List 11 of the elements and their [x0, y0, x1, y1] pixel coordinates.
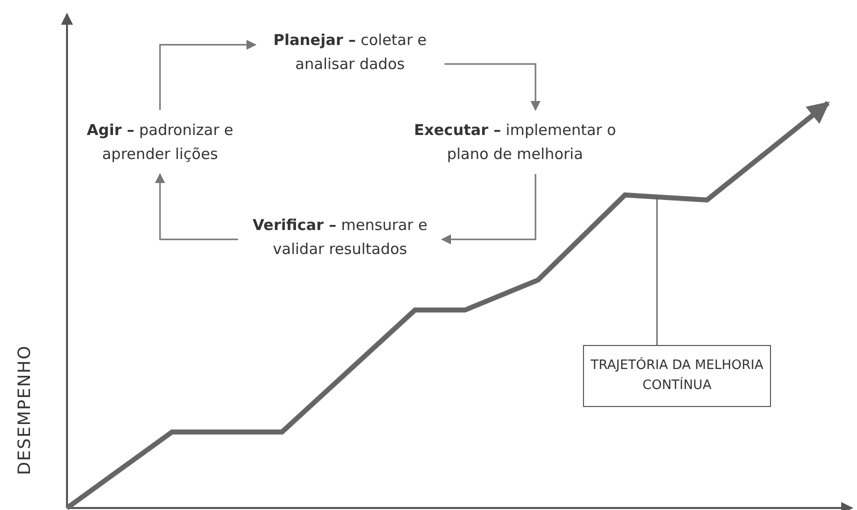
cycle-step-text: Verificar – mensurar e validar resultados	[250, 213, 430, 261]
cycle-arrow	[444, 63, 540, 111]
callout-box: TRAJETÓRIA DA MELHORIA CONTÍNUA	[583, 345, 771, 407]
cycle-arrow	[155, 173, 238, 240]
cycle-step-text: Executar – implementar o plano de melhoria	[412, 118, 618, 166]
cycle-step-text: Planejar – coletar e analisar dados	[268, 28, 432, 76]
cycle-step-text: Agir – padronizar e aprender lições	[82, 118, 238, 166]
leader-line	[656, 198, 658, 345]
axis-title: DESEMPENHO	[14, 345, 35, 475]
cycle-arrow	[441, 174, 536, 244]
cycle-arrow	[159, 40, 256, 110]
